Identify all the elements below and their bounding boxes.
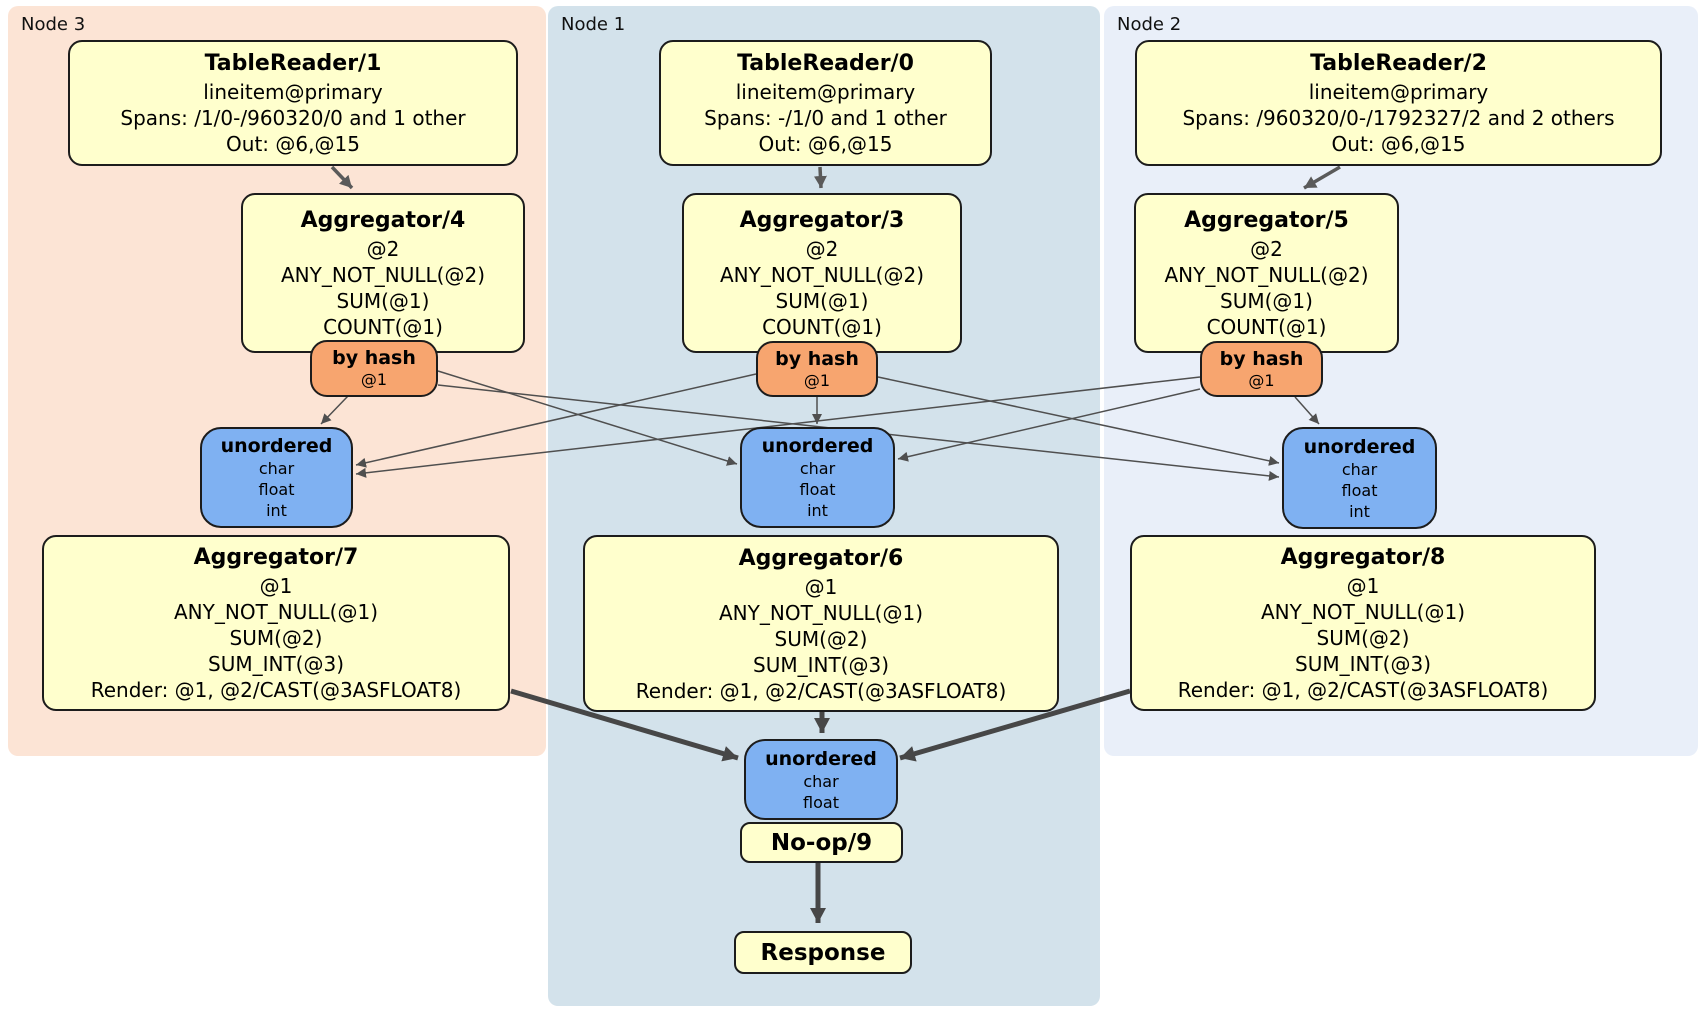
box-line: @1 xyxy=(259,574,293,598)
box-line: char xyxy=(258,459,295,478)
aggregator-8-box: Aggregator/8 @1 ANY_NOT_NULL(@1) SUM(@2)… xyxy=(1130,535,1596,711)
box-title: No-op/9 xyxy=(770,829,873,856)
box-line: ANY_NOT_NULL(@2) xyxy=(281,263,485,287)
box-line: char xyxy=(1341,459,1378,479)
box-line: lineitem@primary xyxy=(203,80,383,104)
box-line: SUM_INT(@3) xyxy=(208,652,344,676)
node-group-label: Node 3 xyxy=(21,14,86,35)
aggregator-7-box: Aggregator/7 @1 ANY_NOT_NULL(@1) SUM(@2)… xyxy=(42,535,510,711)
unordered-sync-node1: unordered char float int xyxy=(740,427,895,528)
hash-router-node1: by hash @1 xyxy=(756,341,878,397)
box-line: @1 xyxy=(804,574,838,599)
box-title: Aggregator/6 xyxy=(738,545,904,571)
box-line: char xyxy=(803,771,839,791)
box-line: ANY_NOT_NULL(@1) xyxy=(719,600,923,625)
box-line: COUNT(@1) xyxy=(323,315,443,339)
box-title: TableReader/0 xyxy=(737,51,914,76)
box-title: unordered xyxy=(220,435,333,457)
box-line: SUM(@2) xyxy=(1316,626,1410,650)
box-title: Aggregator/7 xyxy=(193,545,359,570)
box-line: int xyxy=(266,501,287,520)
box-line: @2 xyxy=(1250,237,1283,261)
box-title: Response xyxy=(760,939,886,966)
aggregator-5-box: Aggregator/5 @2 ANY_NOT_NULL(@2) SUM(@1)… xyxy=(1134,193,1399,353)
box-line: SUM(@2) xyxy=(774,626,868,651)
box-title: Aggregator/8 xyxy=(1280,545,1446,570)
node-group-label: Node 1 xyxy=(561,14,626,35)
box-title: unordered xyxy=(761,435,874,457)
box-line: SUM_INT(@3) xyxy=(753,652,889,677)
node-group-label: Node 2 xyxy=(1117,14,1182,35)
box-title: Aggregator/5 xyxy=(1184,208,1349,233)
box-line: Out: @6,@15 xyxy=(758,132,893,156)
box-line: Render: @1, @2/CAST(@3ASFLOAT8) xyxy=(1177,678,1549,702)
hash-router-node3: by hash @1 xyxy=(310,340,438,397)
box-line: int xyxy=(1349,501,1370,521)
box-line: SUM(@1) xyxy=(336,289,430,313)
aggregator-6-box: Aggregator/6 @1 ANY_NOT_NULL(@1) SUM(@2)… xyxy=(583,535,1059,712)
box-line: ANY_NOT_NULL(@2) xyxy=(720,263,924,287)
box-line: ANY_NOT_NULL(@1) xyxy=(174,600,378,624)
box-line: Render: @1, @2/CAST(@3ASFLOAT8) xyxy=(635,678,1007,703)
box-line: SUM(@1) xyxy=(775,289,869,313)
unordered-sync-node2: unordered char float int xyxy=(1282,427,1437,529)
box-title: by hash xyxy=(775,347,859,370)
box-line: @1 xyxy=(803,370,831,390)
noop-9-box: No-op/9 xyxy=(740,822,903,863)
box-title: unordered xyxy=(765,747,877,770)
box-line: lineitem@primary xyxy=(735,80,916,104)
box-line: float xyxy=(799,480,836,499)
box-line: COUNT(@1) xyxy=(762,315,882,339)
box-line: Spans: -/1/0 and 1 other xyxy=(704,106,947,130)
hash-router-node2: by hash @1 xyxy=(1200,341,1323,397)
box-title: unordered xyxy=(1303,435,1416,458)
unordered-sync-node3: unordered char float int xyxy=(200,427,353,528)
box-line: ANY_NOT_NULL(@2) xyxy=(1164,263,1369,287)
box-line: Spans: /960320/0-/1792327/2 and 2 others xyxy=(1182,106,1615,130)
box-title: by hash xyxy=(1219,347,1304,370)
box-line: COUNT(@1) xyxy=(1206,315,1327,339)
box-line: Out: @6,@15 xyxy=(226,132,360,156)
box-title: Aggregator/3 xyxy=(739,208,905,233)
final-unordered-sync: unordered char float xyxy=(744,739,898,820)
box-line: int xyxy=(807,501,828,520)
response-box: Response xyxy=(734,931,912,974)
aggregator-3-box: Aggregator/3 @2 ANY_NOT_NULL(@2) SUM(@1)… xyxy=(682,193,962,353)
box-title: Aggregator/4 xyxy=(300,208,466,233)
box-line: @2 xyxy=(366,237,400,261)
box-line: float xyxy=(803,792,839,812)
box-line: @1 xyxy=(1248,370,1275,390)
box-line: @1 xyxy=(360,370,388,389)
box-line: ANY_NOT_NULL(@1) xyxy=(1261,600,1465,624)
box-title: TableReader/1 xyxy=(204,51,382,76)
box-line: SUM_INT(@3) xyxy=(1295,652,1431,676)
aggregator-4-box: Aggregator/4 @2 ANY_NOT_NULL(@2) SUM(@1)… xyxy=(241,193,525,353)
box-line: char xyxy=(799,459,836,478)
box-line: float xyxy=(258,480,295,499)
box-title: by hash xyxy=(332,347,416,369)
box-title: TableReader/2 xyxy=(1310,51,1487,76)
tablereader-1-box: TableReader/1 lineitem@primary Spans: /1… xyxy=(68,40,518,166)
box-line: lineitem@primary xyxy=(1308,80,1489,104)
box-line: float xyxy=(1341,480,1378,500)
box-line: Render: @1, @2/CAST(@3ASFLOAT8) xyxy=(90,678,462,702)
box-line: SUM(@1) xyxy=(1220,289,1313,313)
box-line: SUM(@2) xyxy=(229,626,323,650)
box-line: Out: @6,@15 xyxy=(1331,132,1466,156)
tablereader-2-box: TableReader/2 lineitem@primary Spans: /9… xyxy=(1135,40,1662,166)
tablereader-0-box: TableReader/0 lineitem@primary Spans: -/… xyxy=(659,40,992,166)
box-line: Spans: /1/0-/960320/0 and 1 other xyxy=(120,106,466,130)
box-line: @1 xyxy=(1346,574,1380,598)
box-line: @2 xyxy=(805,237,839,261)
